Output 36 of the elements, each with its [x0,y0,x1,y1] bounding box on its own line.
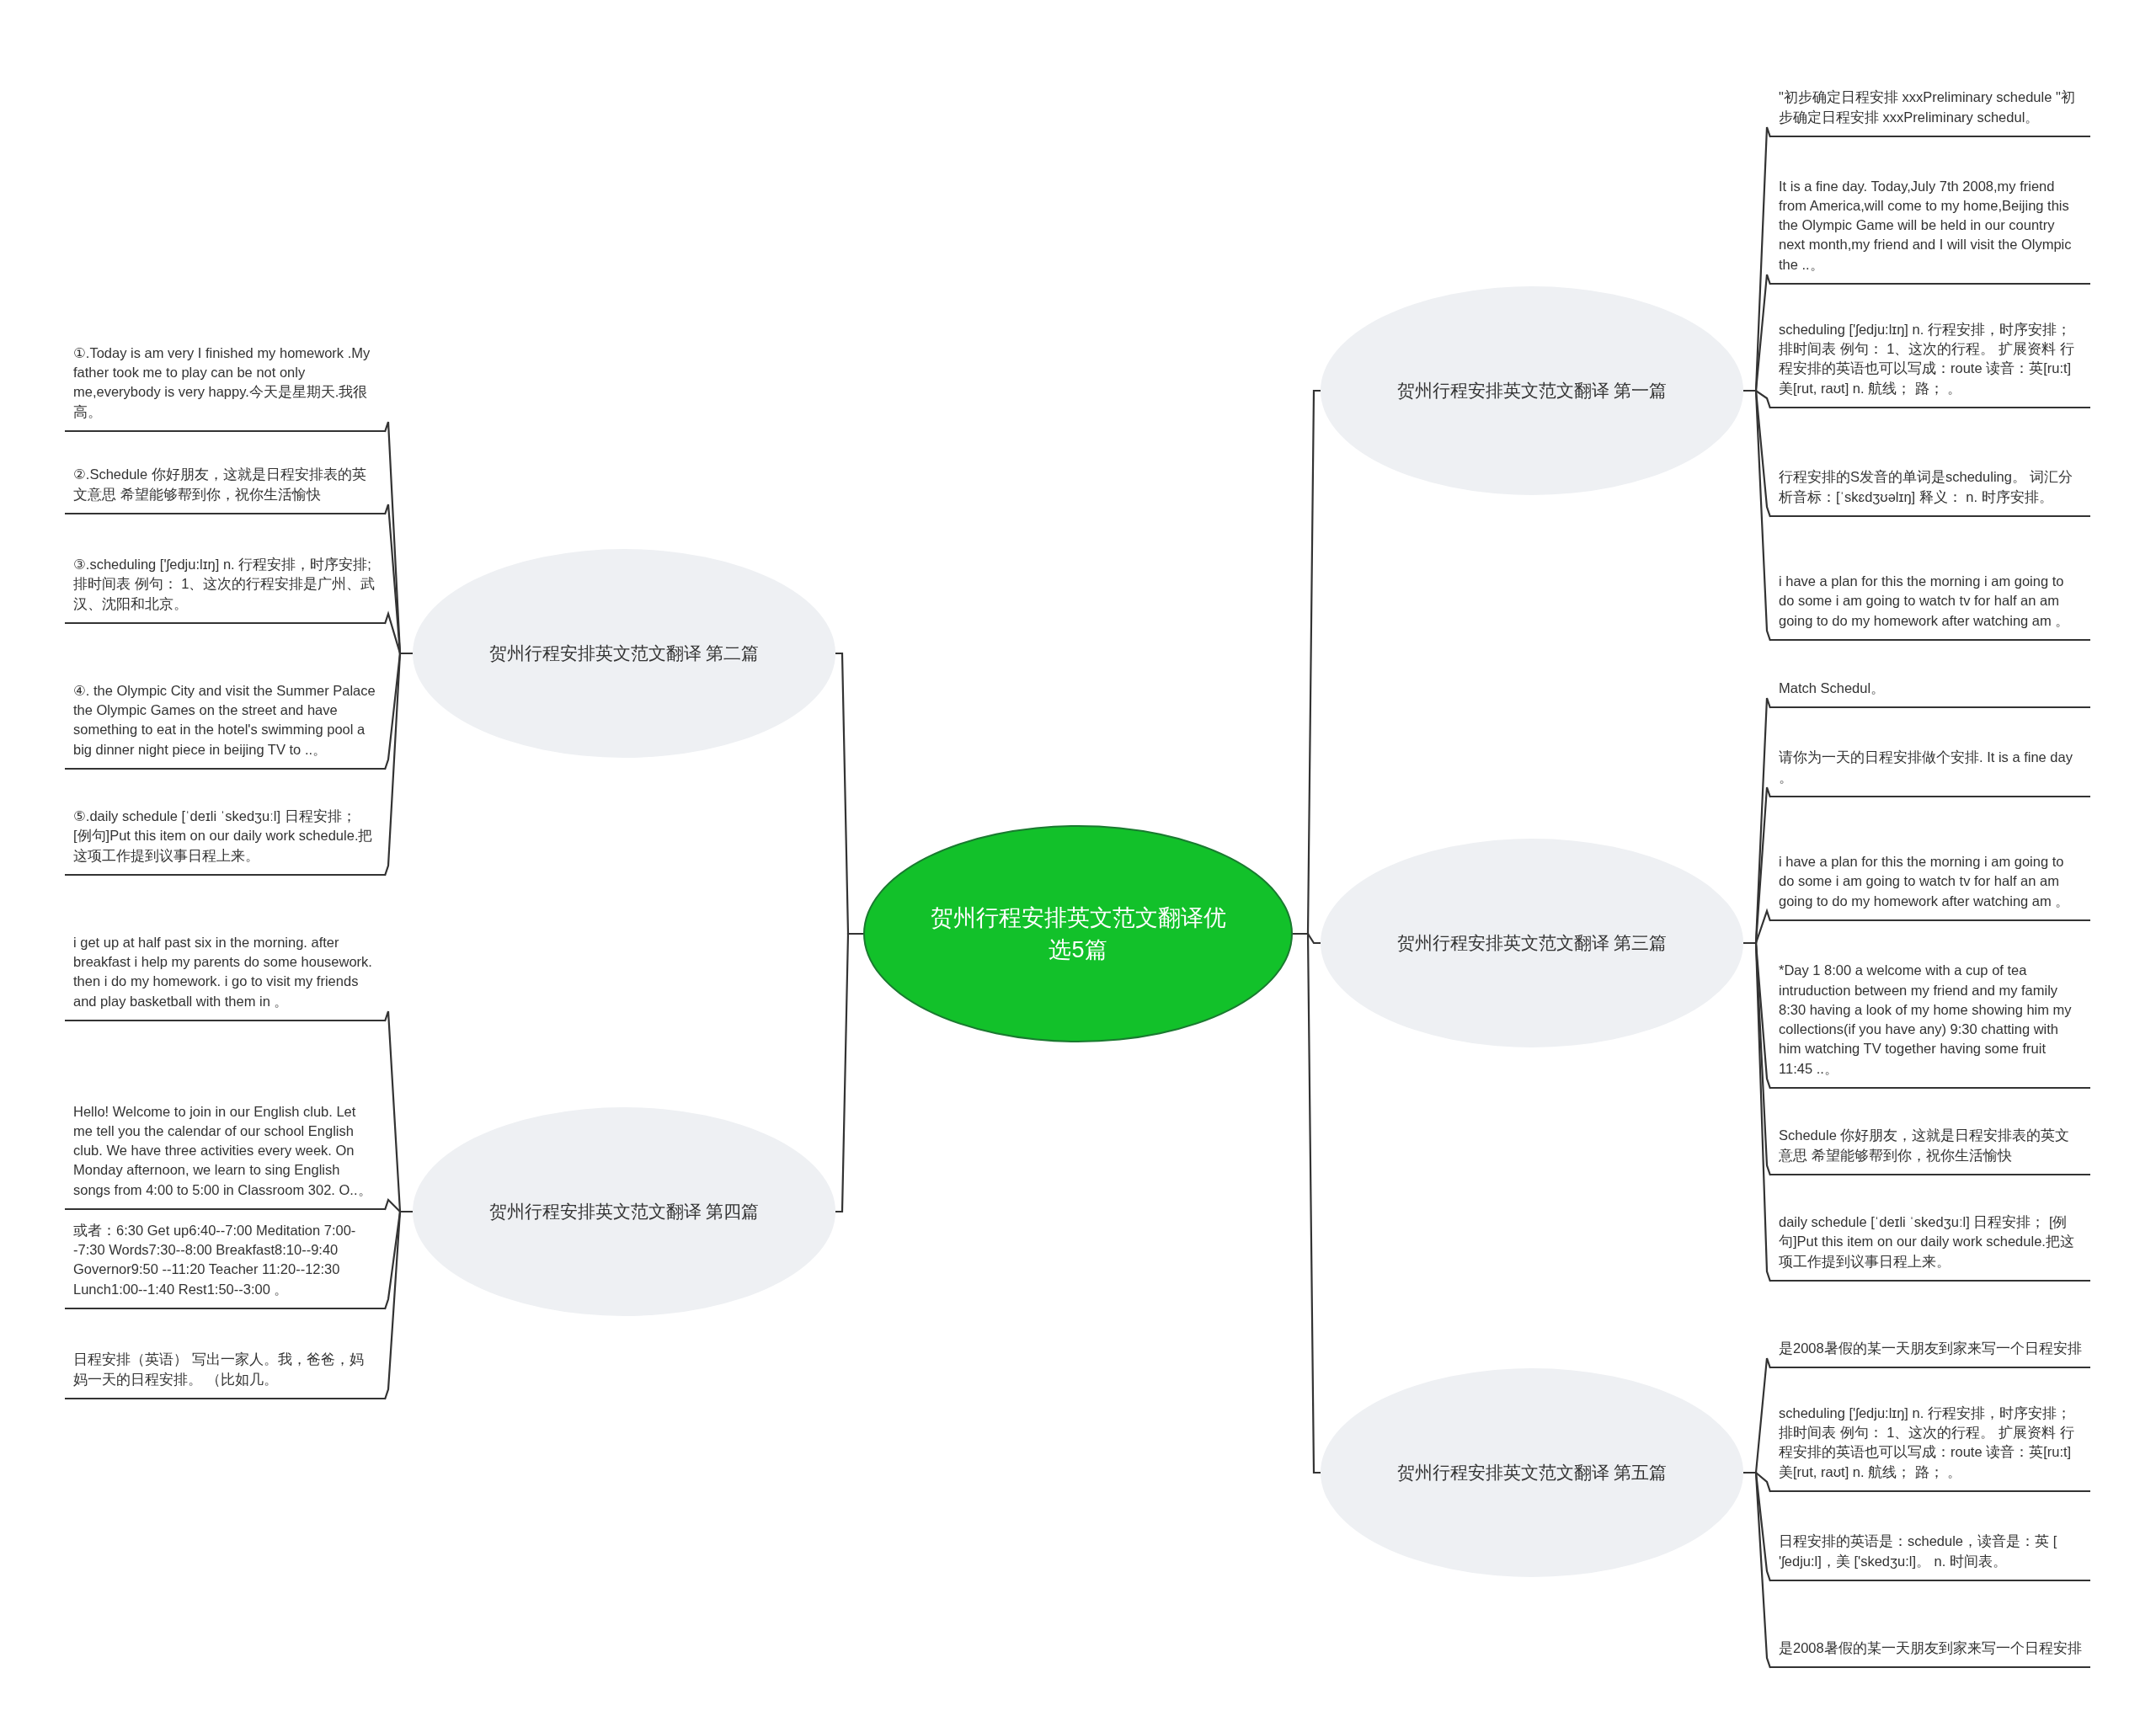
note-text: 是2008暑假的某一天朋友到家来写一个日程安排 [1779,1639,2082,1657]
note-text: 日程安排的英语是：schedule，读音是：英 [ 'ʃedju:l]，美 ['skedʒu:l]。 n. 时间表。 [1779,1532,2058,1570]
note-text: *Day 1 8:00 a welcome with a cup of tea intruduction between my friend and my family 8:30 having a look of my home showing him my collections(if you have any) 9:30 chatting with him watching TV together having some fruit 11:45 ..。 [1779,962,2073,1078]
note-text: Hello! Welcome to join in our English club. Let me tell you the calendar of our school English club. We have three activities every week. On Monday afternoon, we learn to sing English songs from 4:00 to 5:00 in Classroom 302. O..。 [73,1102,373,1199]
note-text: "初步确定日程安排 xxxPreliminary schedule "初步确定日程安排 xxxPreliminary schedul。 [1779,88,2076,126]
note-text: 或者：6:30 Get up6:40--7:00 Meditation 7:00--7:30 Words7:30--8:00 Breakfast8:10--9:40 Governor9:50 --11:20 Teacher 11:20--12:30 Lunch1:00--1:40 Rest1:50--3:00 。 [73,1221,357,1298]
note-text: ③.scheduling ['ʃedju:lɪŋ] n. 行程安排，时序安排;排时间表 例句： 1、这次的行程安排是广州、武汉、沈阳和北京。 [73,556,376,613]
note-text: Match Schedul。 [1779,679,1886,697]
note-text: 行程安排的S发音的单词是scheduling。 词汇分析音标：[ˈskɛdʒʊəlɪŋ] 释义： n. 时序安排。 [1779,468,2074,506]
note-text: 是2008暑假的某一天朋友到家来写一个日程安排 [1779,1339,2082,1357]
connector-line [1743,941,1772,1282]
topic-label: 贺州行程安排英文范文翻译 第一篇 [1396,380,1668,402]
topic-label: 贺州行程安排英文范文翻译 第二篇 [488,642,760,664]
note-text: i have a plan for this the morning i am going to do some i am going to watch tv for half an am going to do my homework after watching am 。 [1779,853,2071,910]
note-text: scheduling ['ʃedju:lɪŋ] n. 行程安排，时序安排；排时间表 例句： 1、这次的行程。 扩展资料 行程安排的英语也可以写成：route 读音：英[ru:t] 美[rut, raʊt] n. 航线； 路； 。 [1779,1404,2075,1481]
note-text: daily schedule [ˈdeɪli ˈskedʒuːl] 日程安排； [例句]Put this item on our daily work schedule.把这项工作提到议事日程上来。 [1779,1213,2075,1271]
note-text: 日程安排（英语） 写出一家人。我，爸爸，妈妈一天的日程安排。 （比如几。 [73,1351,365,1388]
note-text: i get up at half past six in the morning. after breakfast i help my parents do some housework. then i do my homework. i go to visit my friends and play basketball with them in 。 [73,933,373,1010]
connector-line [1743,389,1772,642]
topic-label: 贺州行程安排英文范文翻译 第五篇 [1396,1462,1668,1484]
note-text: It is a fine day. Today,July 7th 2008,my friend from America,will come to my home,Beijing this the Olympic Game will be held in our country next month,my friend and I will visit the Olympic the ..。 [1779,177,2073,274]
note-text: ⑤.daily schedule [ˈdeɪli ˈskedʒuːl] 日程安排； [例句]Put this item on our daily work schedule.把这项工作提到议事日程上来。 [73,807,374,865]
topic-label: 贺州行程安排英文范文翻译 第三篇 [1396,932,1668,954]
note-text: 请你为一天的日程安排做个安排. It is a fine day 。 [1779,749,2073,786]
note-text: ②.Schedule 你好朋友，这就是日程安排表的英文意思 希望能够帮到你，祝你生活愉快 [73,466,367,504]
note-text: scheduling ['ʃedju:lɪŋ] n. 行程安排，时序安排；排时间表 例句： 1、这次的行程。 扩展资料 行程安排的英语也可以写成：route 读音：英[ru:t] 美[rut, raʊt] n. 航线； 路； 。 [1779,320,2075,397]
connector-line [383,1210,413,1400]
note-text: ④. the Olympic City and visit the Summer Palace the Olympic Games on the street and have something to eat in the hotel's swimming pool a big dinner night piece in beijing TV to ..。 [73,681,376,759]
connector-line [1743,1471,1772,1669]
topic-label: 贺州行程安排英文范文翻译优选5篇 [929,904,1227,964]
note-text: ①.Today is am very I finished my homework .My father took me to play can be not only me,everybody is very happy.今天是星期天.我很高。 [73,344,371,421]
connector-line [835,932,863,1213]
topic-label: 贺州行程安排英文范文翻译 第四篇 [488,1201,760,1223]
connector-line [383,652,413,877]
note-text: i have a plan for this the morning i am going to do some i am going to watch tv for half an am going to do my homework after watching am 。 [1779,573,2071,630]
note-text: Schedule 你好朋友，这就是日程安排表的英文意思 希望能够帮到你，祝你生活愉快 [1779,1127,2071,1164]
